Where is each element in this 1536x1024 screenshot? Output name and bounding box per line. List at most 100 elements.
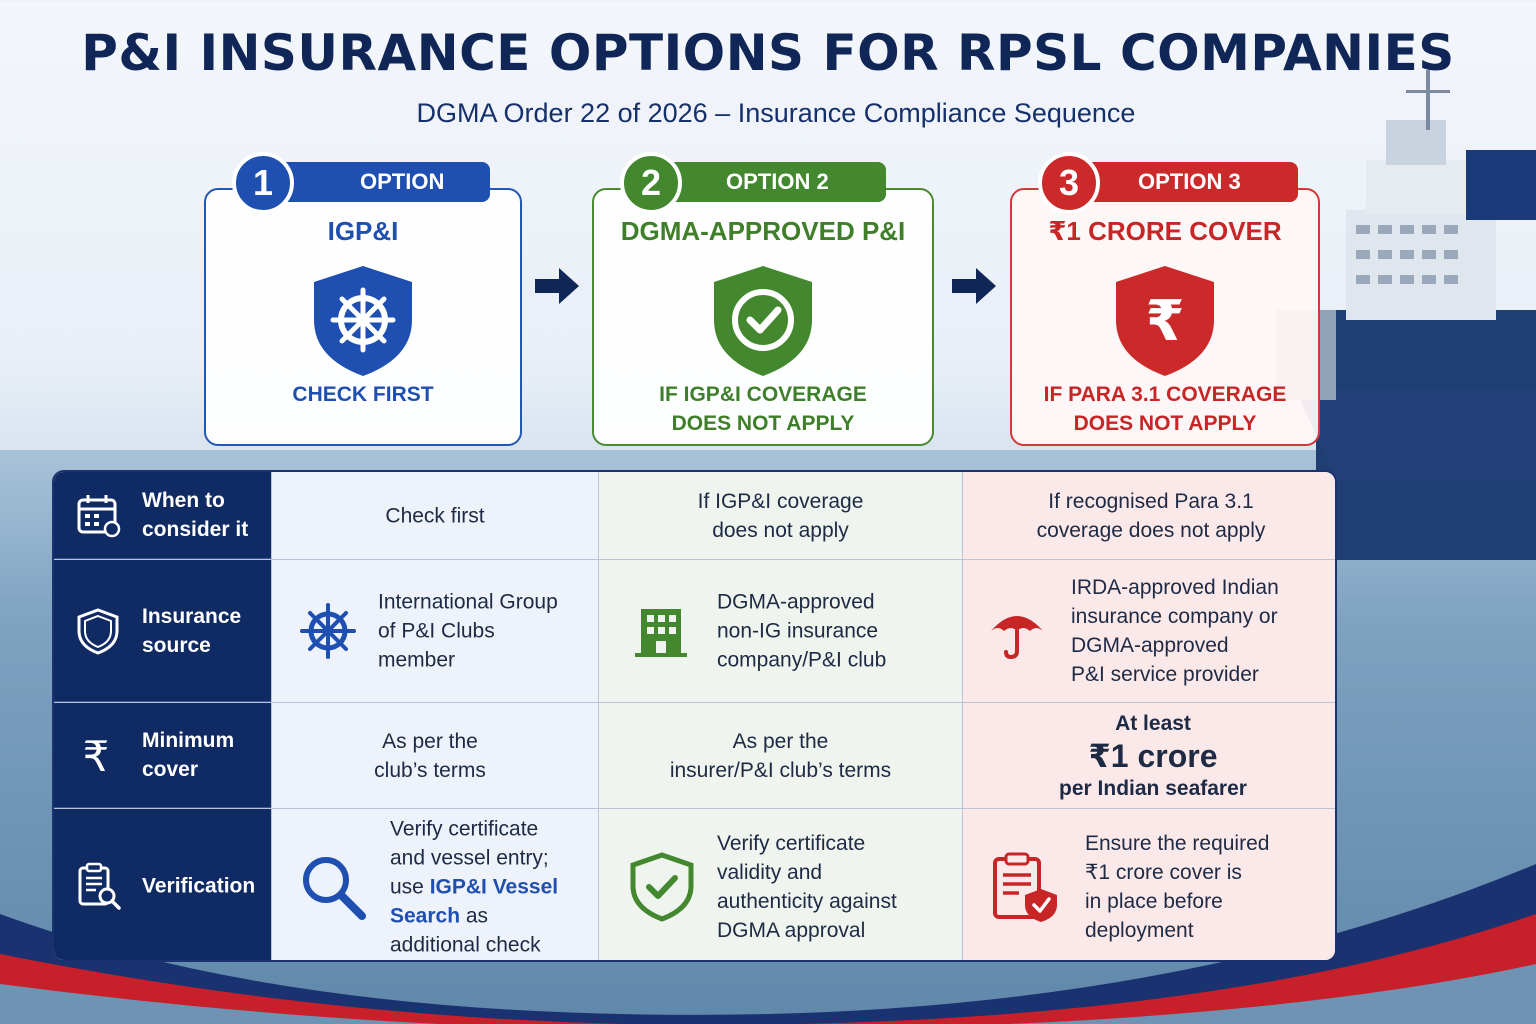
cell-text: Verify certificate <box>717 831 866 855</box>
arrow-right-icon <box>535 268 579 304</box>
cell-text: DGMA-approved <box>1071 634 1229 657</box>
container-ship-illustration <box>1276 70 1536 560</box>
row-label-line1: When to <box>142 489 225 512</box>
row-header: When to consider it <box>54 472 271 559</box>
cell-option-2: Verify certificate validity and authenti… <box>598 809 962 960</box>
row-header: ₹ Minimum cover <box>54 703 271 808</box>
clipboard-search-icon <box>78 862 121 910</box>
option-heading-1: IGP&I <box>327 216 399 246</box>
row-label-line1: Minimum <box>142 729 235 752</box>
row-label-line1: Insurance <box>142 604 242 628</box>
cell-text: DGMA-approved <box>717 590 875 614</box>
option-card-2: OPTION 2 2 DGMA-APPROVED P&I IF IGP&I CO… <box>592 152 934 446</box>
cell-text: International Group <box>378 590 558 614</box>
cell-option-2: As per the insurer/P&I club’s terms <box>598 703 962 808</box>
clipboard-shield-icon <box>993 852 1057 922</box>
cell-text: authenticity against <box>717 889 897 913</box>
ship-wheel-icon <box>300 603 356 659</box>
cell-option-3: At least ₹1 crore per Indian seafarer <box>962 703 1335 808</box>
igpi-vessel-search-link[interactable]: IGP&I Vessel <box>429 875 559 898</box>
option-condition-3-line1: IF PARA 3.1 COVERAGE <box>1043 383 1287 406</box>
table-row: Insurance source International Group of … <box>54 560 1335 703</box>
option-condition-1: CHECK FIRST <box>206 380 520 409</box>
option-condition-3: IF PARA 3.1 COVERAGE DOES NOT APPLY <box>1012 380 1318 438</box>
page-subtitle: DGMA Order 22 of 2026 – Insurance Compli… <box>416 98 1136 128</box>
check-shield-icon <box>630 851 694 922</box>
cell-text: If IGP&I coverage <box>697 489 864 513</box>
option-condition-3-line2: DOES NOT APPLY <box>1073 412 1257 435</box>
option-condition-1-line1: CHECK FIRST <box>292 383 434 406</box>
cell-text: validity and <box>717 860 823 884</box>
cell-text: deployment <box>1085 918 1194 942</box>
check-shield-icon <box>714 266 812 376</box>
table-row: Verification Verify certificate and vess… <box>54 809 1335 960</box>
cell-option-1: International Group of P&I Clubs member <box>271 560 598 702</box>
igpi-vessel-search-link[interactable]: Search <box>390 904 461 927</box>
cell-option-3: IRDA-approved Indian insurance company o… <box>962 560 1335 702</box>
cell-text: use <box>390 875 430 898</box>
option-condition-2-line2: DOES NOT APPLY <box>671 412 855 435</box>
cell-option-1: Check first <box>271 472 598 559</box>
cell-text: in place before <box>1085 889 1223 913</box>
row-label-line2: consider it <box>142 518 249 541</box>
cell-text: If recognised Para 3.1 <box>1048 489 1254 513</box>
cell-option-2: DGMA-approved non-IG insurance company/P… <box>598 560 962 702</box>
cell-text: insurance company or <box>1071 605 1278 628</box>
arrow-right-icon <box>952 268 996 304</box>
ship-wheel-shield-icon <box>314 266 412 376</box>
cell-text: insurer/P&I club’s terms <box>669 758 892 782</box>
option-condition-2: IF IGP&I COVERAGE DOES NOT APPLY <box>594 380 932 438</box>
shield-icon <box>77 607 119 655</box>
rupee-icon: ₹ <box>83 732 110 779</box>
row-label-line1: Verification <box>142 874 256 898</box>
cell-option-3: If recognised Para 3.1 coverage does not… <box>962 472 1335 559</box>
cell-text: coverage does not apply <box>1036 518 1266 542</box>
row-label-line2: source <box>142 633 211 657</box>
cell-text: non-IG insurance <box>717 619 879 643</box>
option-card-1: OPTION 1 1 IGP&I CHECK FIRST <box>204 152 522 446</box>
cell-text: As per the <box>732 729 829 753</box>
option-number-3: 3 <box>1038 152 1100 214</box>
option-number-1: 1 <box>232 152 294 214</box>
cell-option-2: If IGP&I coverage does not apply <box>598 472 962 559</box>
option-number-2: 2 <box>620 152 682 214</box>
table-row: ₹ Minimum cover As per the club’s terms … <box>54 703 1335 809</box>
cell-text: club’s terms <box>374 758 486 782</box>
cell-text-emphasis: ₹1 crore <box>1088 737 1218 774</box>
cell-text: additional check <box>390 933 541 956</box>
cell-text: company/P&I club <box>717 648 887 672</box>
cell-text: At least <box>1115 711 1191 735</box>
cell-text: Verify certificate <box>390 817 539 840</box>
cell-text: member <box>378 648 456 672</box>
option-card-3: OPTION 3 3 ₹1 CRORE COVER ₹ IF PARA 3.1 … <box>1010 152 1320 446</box>
cell-option-1: As per the club’s terms <box>271 703 598 808</box>
svg-text:₹: ₹ <box>83 732 110 779</box>
page-title: P&I INSURANCE OPTIONS FOR RPSL COMPANIES <box>81 24 1455 82</box>
cell-text: ₹1 crore cover is <box>1085 860 1242 884</box>
option-condition-2-line1: IF IGP&I COVERAGE <box>659 383 867 406</box>
cell-text: IRDA-approved Indian <box>1071 576 1279 599</box>
cell-text: of P&I Clubs <box>378 619 495 643</box>
cell-text: P&I service provider <box>1071 663 1259 686</box>
wave-decoration <box>0 864 1536 1024</box>
comparison-table: When to consider it Check first If IGP&I… <box>52 470 1337 962</box>
row-header: Insurance source <box>54 560 271 702</box>
row-label-line2: cover <box>142 758 199 781</box>
cell-text: DGMA approval <box>717 918 866 942</box>
cell-option-1: Verify certificate and vessel entry; use… <box>271 809 598 960</box>
cell-text: As per the <box>382 729 478 753</box>
cell-text: as <box>460 904 489 927</box>
cell-text: does not apply <box>712 518 849 542</box>
cell-text: per Indian seafarer <box>1059 776 1247 800</box>
cell-text: Check first <box>385 504 485 527</box>
svg-text:₹: ₹ <box>1146 289 1185 354</box>
cell-option-3: Ensure the required ₹1 crore cover is in… <box>962 809 1335 960</box>
rupee-shield-icon: ₹ <box>1116 266 1214 376</box>
building-icon <box>635 609 687 657</box>
cell-text: Ensure the required <box>1085 831 1270 855</box>
table-row: When to consider it Check first If IGP&I… <box>54 472 1335 560</box>
magnifier-icon <box>303 856 366 920</box>
row-header: Verification <box>54 809 271 960</box>
option-heading-2: DGMA-APPROVED P&I <box>620 216 906 246</box>
cell-text: and vessel entry; <box>390 846 549 869</box>
